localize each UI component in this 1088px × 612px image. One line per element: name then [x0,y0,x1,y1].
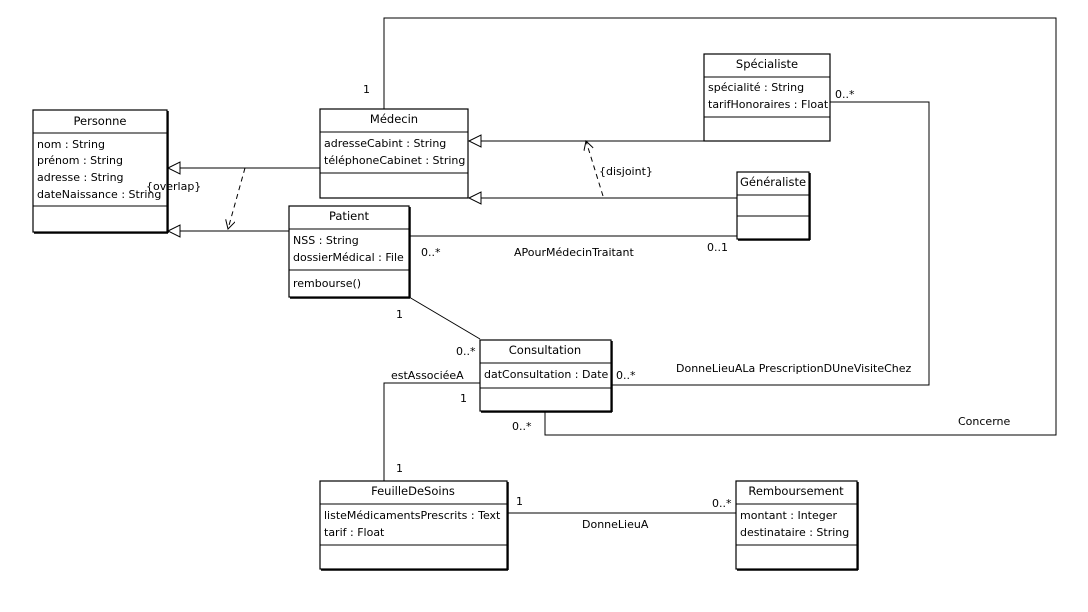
gen-head-medecin-1 [467,134,482,148]
mult-medecin-traitant-patient: 0..* [421,246,441,259]
overlap-label: {overlap} [146,180,201,193]
mult-patient-consultation-patient: 1 [396,308,403,321]
class-patient[interactable]: Patient NSS : String dossierMédical : Fi… [288,205,411,299]
class-medecin[interactable]: Médecin adresseCabint : String téléphone… [319,108,469,199]
attribute: datConsultation : Date [484,368,609,381]
attribute: adresse : String [37,171,124,184]
assoc-prescription-line [611,101,930,386]
class-name: Spécialiste [736,57,798,71]
assoc-medecin-traitant-name: APourMédecinTraitant [514,246,635,259]
class-consultation[interactable]: Consultation datConsultation : Date [479,339,613,413]
mult-concerne-consultation: 0..* [512,420,532,433]
overlap-dependency-line [228,167,246,229]
gen-head-personne-2 [166,224,181,238]
class-feuille-de-soins[interactable]: FeuilleDeSoins listeMédicamentsPrescrits… [319,480,509,571]
class-name: Généraliste [740,175,806,189]
assoc-prescription-name: DonneLieuALa PrescriptionDUneVisiteChez [676,362,912,375]
attribute: destinataire : String [740,526,849,539]
disjoint-dependency-line [586,141,604,197]
mult-prescription-specialiste: 0..* [835,88,855,101]
gen-head-medecin-2 [467,191,482,205]
assoc-est-associee-line [383,382,480,481]
attribute: spécialité : String [708,81,804,94]
attribute: prénom : String [37,154,123,167]
assoc-patient-consultation-line [408,296,481,340]
class-name: Médecin [370,112,418,126]
mult-est-associee-consultation: 1 [460,392,467,405]
attribute: tarifHonoraires : Float [708,98,829,111]
attribute: NSS : String [293,234,359,247]
generalization-heads [166,134,482,238]
constraint-lines [228,141,604,229]
attribute: téléphoneCabinet : String [324,154,465,167]
attribute: tarif : Float [324,526,385,539]
class-name: Personne [73,114,126,128]
mult-est-associee-feuille: 1 [396,462,403,475]
assoc-concerne-name: Concerne [958,415,1010,428]
class-generaliste[interactable]: Généraliste [736,171,811,241]
assoc-est-associee-name: estAssociéeA [391,369,464,382]
class-remboursement[interactable]: Remboursement montant : Integer destinat… [735,480,859,571]
disjoint-label: {disjoint} [599,165,653,178]
gen-head-personne-1 [166,161,181,175]
class-name: FeuilleDeSoins [371,484,455,498]
attribute: adresseCabint : String [324,137,446,150]
attribute: dossierMédical : File [293,251,404,264]
mult-prescription-consultation: 0..* [616,369,636,382]
class-personne[interactable]: Personne nom : String prénom : String ad… [32,109,169,234]
assoc-donne-lieu-name: DonneLieuA [582,518,649,531]
class-name: Patient [329,209,370,223]
mult-donne-lieu-remboursement: 0..* [712,497,732,510]
attribute: nom : String [37,138,105,151]
attribute: dateNaissance : String [37,188,161,201]
mult-medecin-traitant-generaliste: 0..1 [707,241,728,254]
assoc-concerne-line [383,17,1057,436]
attribute: listeMédicamentsPrescrits : Text [324,509,501,522]
operation: rembourse() [293,277,361,290]
attribute: montant : Integer [740,509,838,522]
class-name: Consultation [509,343,581,357]
mult-donne-lieu-feuille: 1 [516,495,523,508]
class-specialiste[interactable]: Spécialiste spécialité : String tarifHon… [703,53,831,142]
mult-concerne-medecin: 1 [363,83,370,96]
mult-patient-consultation-consultation: 0..* [456,345,476,358]
connectors [180,17,1057,514]
class-name: Remboursement [748,484,844,498]
